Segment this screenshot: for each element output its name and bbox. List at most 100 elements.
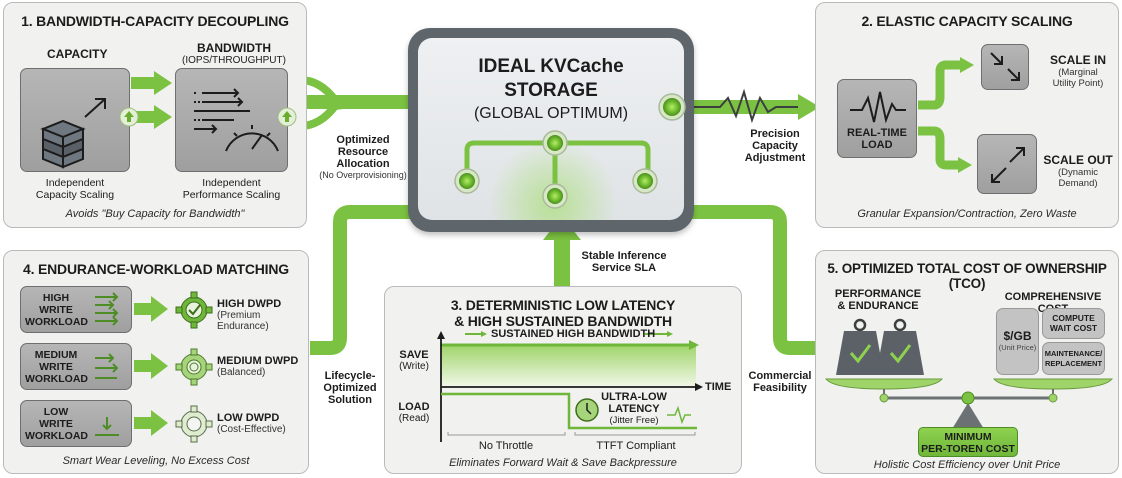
up-badge-icon-2 [277, 107, 297, 127]
capacity-to-bandwidth-arrows [119, 71, 297, 129]
medium-dwpd-label: MEDIUM DWPD [217, 355, 299, 367]
capacity-label: CAPACITY [47, 47, 108, 61]
perf-label-1: PERFORMANCE [834, 288, 922, 300]
save-area [441, 345, 696, 385]
node-top [542, 130, 568, 156]
precision-label-2: Capacity [752, 140, 798, 152]
maint-label-1: MAINTENANCE/ [1044, 349, 1103, 358]
panel1-footer: Avoids "Buy Capacity for Bandwidth" [65, 208, 245, 220]
precision-label-1: Precision [750, 128, 800, 140]
scale-out-box [977, 134, 1037, 194]
bandwidth-caption: Independent Performance Scaling [169, 177, 294, 201]
gb-label: $/GB [1003, 329, 1032, 343]
right-pan [992, 378, 1114, 390]
panel-endurance-workload: 4. ENDURANCE-WORKLOAD MATCHING HIGH WRIT… [3, 250, 309, 474]
compute-label: COMPUTE WAIT COST [1043, 313, 1104, 333]
panel5-footer: Holistic Cost Efficiency over Unit Price [873, 459, 1061, 471]
low-write-box: LOW WRITE WORKLOAD [20, 400, 132, 447]
panel5-title: 5. OPTIMIZED TOTAL COST OF OWNERSHIP (TC… [827, 261, 1107, 291]
save-sub: (Write) [399, 361, 429, 372]
realtime-load-2: LOAD [861, 139, 893, 151]
maint-label-2: REPLACEMENT [1044, 359, 1103, 368]
node-left [454, 168, 480, 194]
medium-write-1: MEDIUM [34, 349, 78, 361]
panel3-title-1: 3. DETERMINISTIC LOW LATENCY [450, 297, 676, 313]
perf-label-2: & ENDURANCE [837, 300, 919, 312]
medium-write-3: WORKLOAD [25, 373, 88, 385]
panel-elastic-scaling: 2. ELASTIC CAPACITY SCALING REAL-TIME LO… [815, 2, 1119, 228]
center-subtitle: (GLOBAL OPTIMUM) [473, 105, 629, 122]
scale-in-sub-1: (Marginal [1058, 67, 1098, 78]
high-dwpd-label: HIGH DWPD [217, 298, 282, 310]
high-dwpd-note: (Premium Endurance) [217, 310, 269, 332]
bandwidth-sub: (IOPS/THROUGHPUT) [182, 55, 286, 66]
throughput-gauge-icon [194, 88, 279, 152]
low-dwpd-text: LOW DWPD (Cost-Effective) [217, 412, 286, 435]
capacity-caption-1: Independent [45, 177, 105, 189]
multi-arrow-icon [95, 292, 119, 326]
bandwidth-label: BANDWIDTH [197, 41, 271, 55]
latency-label-2: LATENCY [608, 403, 660, 415]
capacity-caption-2: Capacity Scaling [35, 189, 115, 201]
low-write-1: LOW [43, 406, 69, 418]
low-write-3: WORKLOAD [25, 430, 88, 442]
load-line [441, 392, 697, 430]
panel4-footer: Smart Wear Leveling, No Excess Cost [62, 455, 250, 467]
scale-in-sub-2: Utility Point) [1052, 78, 1104, 89]
clock-icon [575, 398, 599, 422]
maint-label: MAINTENANCE/ REPLACEMENT [1043, 349, 1104, 369]
compute-label-2: WAIT COST [1049, 323, 1098, 333]
medium-dwpd-note: (Balanced) [217, 367, 266, 378]
commercial-label-1: Commercial [748, 370, 812, 382]
save-label: SAVE [399, 349, 429, 361]
realtime-load-1: REAL-TIME [847, 127, 907, 139]
allocation-note: (No Overprovisioning) [319, 170, 407, 180]
perf-endurance-label: PERFORMANCE & ENDURANCE [828, 288, 928, 312]
node-output [658, 93, 686, 121]
sustained-label: SUSTAINED HIGH BANDWIDTH [491, 328, 656, 340]
scale-out-icon [991, 147, 1025, 183]
scale-in-box [981, 44, 1029, 90]
panel2-footer: Granular Expansion/Contraction, Zero Was… [857, 208, 1077, 220]
medium-write-2: WRITE [39, 361, 73, 373]
left-pan [824, 378, 944, 390]
panel1-title: 1. BANDWIDTH-CAPACITY DECOUPLING [21, 13, 289, 29]
commercial-label: Commercial Feasibility [740, 370, 820, 394]
scale-in-text: SCALE IN (Marginal Utility Point) [1038, 53, 1118, 89]
scale-out-sub-1: (Dynamic [1057, 167, 1099, 178]
lifecycle-label-3: Solution [328, 394, 372, 406]
medium-write-box: MEDIUM WRITE WORKLOAD [20, 343, 132, 390]
lifecycle-label-2: Optimized [323, 382, 377, 394]
latency-label-1: ULTRA-LOW [601, 391, 667, 403]
balance-scale [824, 318, 1114, 429]
gb-sub: (Unit Price) [998, 343, 1037, 352]
jitter-icon [667, 405, 691, 425]
up-badge-icon [119, 107, 139, 127]
lifecycle-label-1: Lifecycle- [324, 370, 376, 382]
load-axis-label: LOAD (Read) [391, 401, 437, 424]
ttft-label: TTFT Compliant [596, 440, 676, 452]
high-dwpd-text: HIGH DWPD (Premium Endurance) [217, 298, 308, 332]
ttft-bracket [574, 432, 696, 436]
sla-label: Stable Inference Service SLA [574, 250, 674, 274]
no-throttle-bracket [447, 432, 566, 436]
low-arrow [134, 410, 168, 436]
weight-check-icon-1 [836, 318, 884, 375]
panel-bandwidth-capacity: 1. BANDWIDTH-CAPACITY DECOUPLING CAPACIT… [3, 2, 307, 228]
node-right [632, 168, 658, 194]
load-label: LOAD [398, 401, 430, 413]
capacity-caption: Independent Capacity Scaling [14, 177, 136, 201]
precision-label: Precision Capacity Adjustment [730, 128, 820, 164]
double-arrow-icon [95, 353, 119, 379]
panel-tco: 5. OPTIMIZED TOTAL COST OF OWNERSHIP (TC… [815, 250, 1119, 474]
scale-in-title: SCALE IN [1049, 53, 1106, 67]
precision-arrow-head [798, 94, 820, 120]
ultra-low-latency: ULTRA-LOW LATENCY (Jitter Free) [599, 391, 669, 427]
bandwidth-caption-2: Performance Scaling [182, 189, 281, 201]
sla-arrow-shaft [554, 235, 570, 287]
commercial-label-2: Feasibility [753, 382, 807, 394]
min-cost-1: MINIMUM [944, 431, 992, 443]
bandwidth-box [175, 68, 288, 172]
min-cost-2: PER-TOREN COST [921, 443, 1015, 455]
bandwidth-caption-1: Independent [202, 177, 261, 189]
